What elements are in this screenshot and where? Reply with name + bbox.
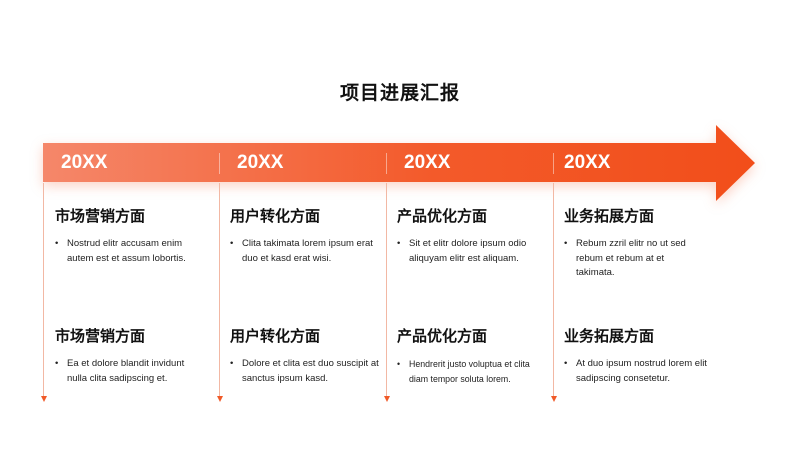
year-label: 20XX (404, 152, 451, 173)
block-text: At duo ipsum nostrud lorem elit sadipsci… (564, 357, 714, 445)
year-label: 20XX (61, 152, 108, 173)
block-text: Dolore et clita est duo suscipit at sanc… (230, 357, 380, 445)
block-text: Rebum zzril elitr no ut sed rebum et reb… (564, 237, 699, 325)
year-label: 20XX (564, 152, 611, 173)
column-line (219, 183, 220, 397)
year-label: 20XX (237, 152, 284, 173)
block-text: Nostrud elitr accusam enim autem est et … (55, 237, 205, 325)
timeline-divider (553, 153, 554, 174)
block-heading: 产品优化方面 (397, 328, 488, 345)
arrow-down-icon (41, 396, 47, 402)
block-text: Ea et dolore blandit invidunt nulla clit… (55, 357, 205, 445)
block-text: Sit et elitr dolore ipsum odio aliquyam … (397, 237, 547, 325)
column-product: 产品优化方面 Sit et elitr dolore ipsum odio al… (397, 205, 547, 445)
column-line (386, 183, 387, 397)
block-heading: 用户转化方面 (230, 328, 321, 345)
block-heading: 业务拓展方面 (564, 208, 655, 225)
column-line (553, 183, 554, 397)
timeline-divider (386, 153, 387, 174)
column-conversion: 用户转化方面 Clita takimata lorem ipsum erat d… (230, 205, 380, 445)
column-business: 业务拓展方面 Rebum zzril elitr no ut sed rebum… (564, 205, 714, 445)
block-heading: 用户转化方面 (230, 208, 321, 225)
block-heading: 业务拓展方面 (564, 328, 655, 345)
block-heading: 市场营销方面 (55, 328, 146, 345)
page-title: 项目进展汇报 (339, 83, 460, 104)
block-text: Clita takimata lorem ipsum erat duo et k… (230, 237, 380, 325)
timeline-divider (219, 153, 220, 174)
arrow-down-icon (384, 396, 390, 402)
block-heading: 市场营销方面 (55, 208, 146, 225)
arrow-down-icon (551, 396, 557, 402)
arrow-down-icon (217, 396, 223, 402)
column-marketing: 市场营销方面 Nostrud elitr accusam enim autem … (55, 205, 205, 445)
block-text: Hendrerit justo voluptua et clita diam t… (397, 357, 547, 445)
column-line (43, 183, 44, 397)
block-heading: 产品优化方面 (397, 208, 488, 225)
